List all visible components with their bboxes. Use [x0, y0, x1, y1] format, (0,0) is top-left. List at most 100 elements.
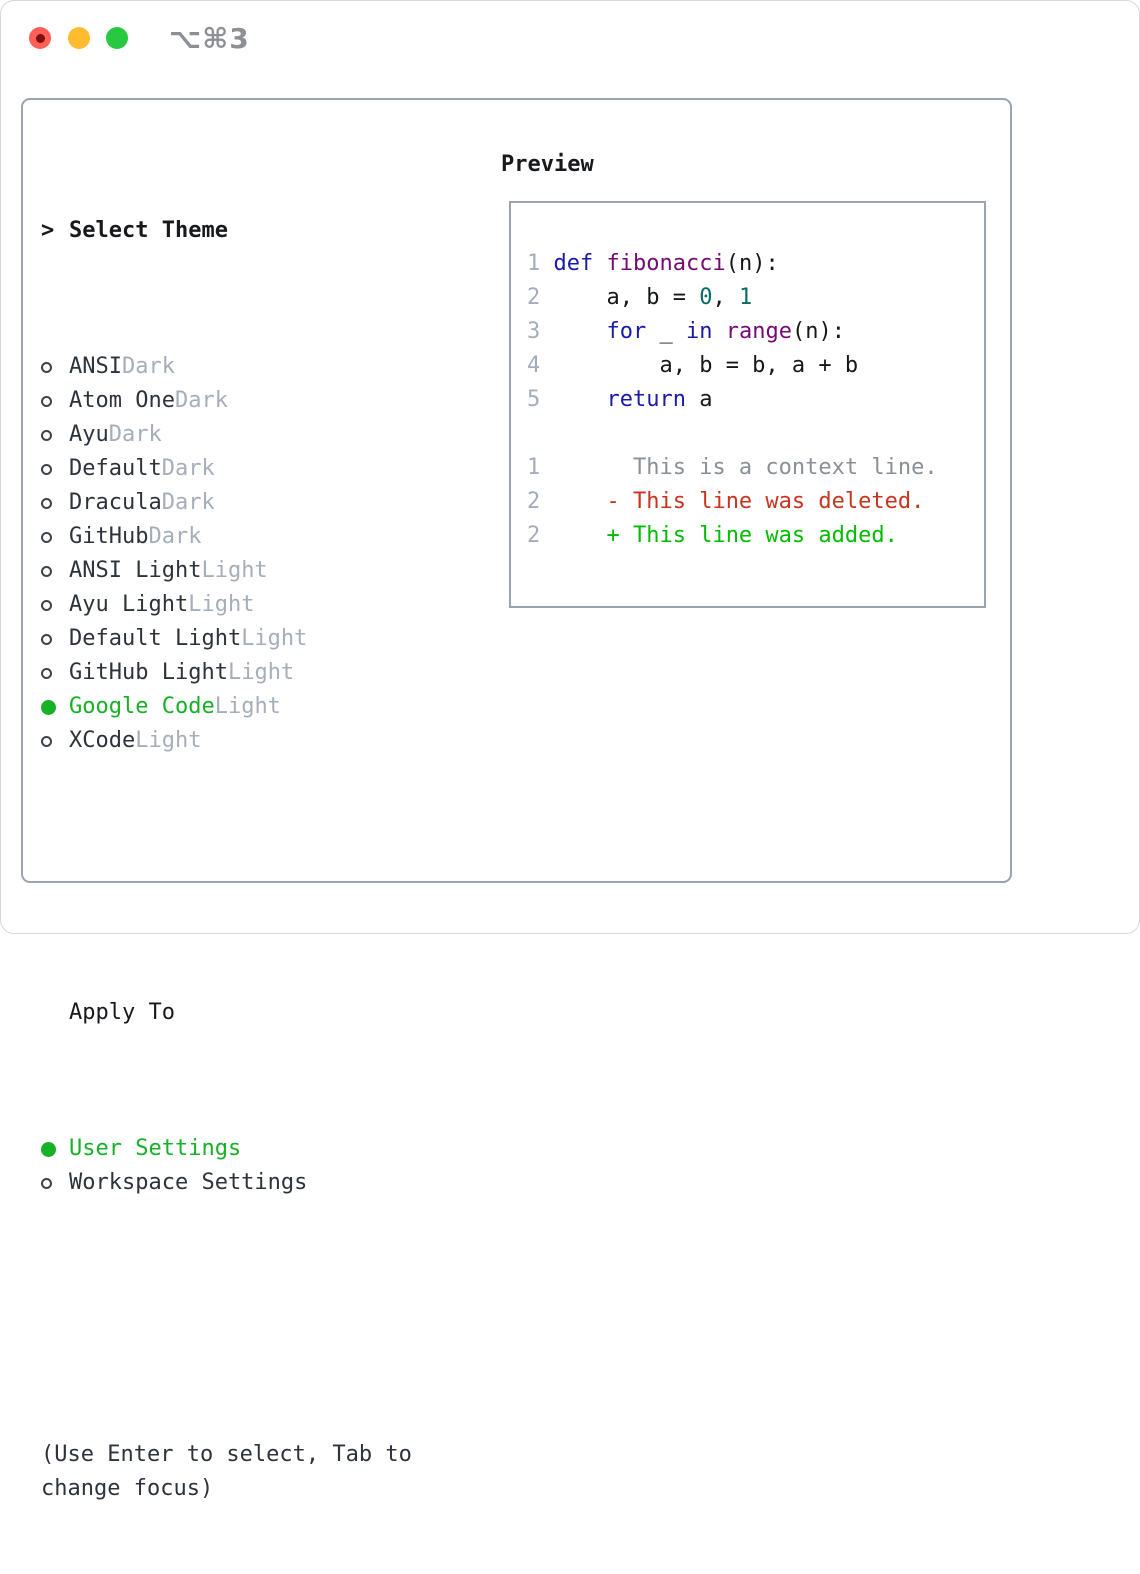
radio-icon: [41, 600, 69, 611]
line-number: 5: [527, 387, 540, 412]
line-number: 4: [527, 353, 540, 378]
code-line: 2 + This line was added.: [527, 519, 938, 553]
blank-line: [527, 417, 938, 451]
radio-circle: [41, 566, 52, 577]
theme-item[interactable]: Default Dark: [41, 452, 501, 486]
item-variant-label: Light: [228, 656, 294, 690]
zoom-button[interactable]: [106, 27, 128, 49]
radio-icon: [41, 736, 69, 747]
token-function_name: range: [726, 319, 792, 344]
select-theme-label: Select Theme: [69, 214, 228, 248]
item-label: ANSI: [69, 350, 122, 384]
spacer: [41, 860, 501, 894]
token-diff_added: + This line was added.: [606, 523, 897, 548]
item-label: GitHub: [69, 520, 148, 554]
theme-item[interactable]: Ayu Dark: [41, 418, 501, 452]
code-line: 5 return a: [527, 383, 938, 417]
theme-item[interactable]: Google Code Light: [41, 690, 501, 724]
radio-circle: [41, 430, 52, 441]
radio-circle: [41, 600, 52, 611]
minimize-button[interactable]: [68, 27, 90, 49]
radio-icon: [41, 396, 69, 407]
radio-circle: [41, 532, 52, 543]
token-plain_code: _: [646, 319, 686, 344]
theme-item[interactable]: Dracula Dark: [41, 486, 501, 520]
theme-item[interactable]: ANSI Dark: [41, 350, 501, 384]
code-line: 1 This is a context line.: [527, 451, 938, 485]
theme-item[interactable]: ANSI Light Light: [41, 554, 501, 588]
radio-icon: [41, 566, 69, 577]
item-label: GitHub Light: [69, 656, 228, 690]
radio-icon: [41, 498, 69, 509]
select-theme-header: > Select Theme: [41, 214, 501, 248]
code-line: 1 def fibonacci(n):: [527, 247, 938, 281]
token-plain_code: [712, 319, 725, 344]
theme-item[interactable]: XCode Light: [41, 724, 501, 758]
token-function_name: fibonacci: [607, 251, 726, 276]
theme-item[interactable]: Ayu Light Light: [41, 588, 501, 622]
preview-header: Preview: [501, 148, 594, 182]
apply-to-option[interactable]: User Settings: [41, 1132, 501, 1166]
radio-circle: [41, 396, 52, 407]
spacer: [41, 1302, 501, 1336]
token-keyword: for: [606, 319, 646, 344]
item-variant-label: Dark: [148, 520, 201, 554]
line-number: 2: [527, 523, 540, 548]
radio-icon: [41, 1178, 69, 1189]
selected-radio-icon: [41, 700, 69, 715]
token-number_literal: 0: [699, 285, 712, 310]
apply-to-header: Apply To: [41, 996, 501, 1030]
token-plain_code: a, b =: [606, 285, 699, 310]
token-plain_code: (n):: [726, 251, 779, 276]
theme-item[interactable]: GitHub Dark: [41, 520, 501, 554]
line-number: 1: [527, 251, 540, 276]
item-label: Default Light: [69, 622, 241, 656]
radio-circle: [41, 634, 52, 645]
item-variant-label: Dark: [162, 486, 215, 520]
item-variant-label: Light: [188, 588, 254, 622]
code-line: 4 a, b = b, a + b: [527, 349, 938, 383]
token-plain_code: a, b = b, a + b: [659, 353, 858, 378]
window-titlebar: ⌥⌘3: [1, 1, 1139, 71]
theme-item[interactable]: Atom One Dark: [41, 384, 501, 418]
radio-circle: [41, 464, 52, 475]
item-variant-label: Light: [241, 622, 307, 656]
token-plain_code: a: [686, 387, 713, 412]
radio-icon: [41, 532, 69, 543]
line-number: 2: [527, 285, 540, 310]
item-label: Workspace Settings: [69, 1166, 307, 1200]
token-keyword: in: [686, 319, 713, 344]
item-variant-label: Light: [201, 554, 267, 588]
code-line: 2 - This line was deleted.: [527, 485, 938, 519]
item-variant-label: Light: [135, 724, 201, 758]
help-text: (Use Enter to select, Tab to change focu…: [41, 1438, 461, 1506]
radio-icon: [41, 668, 69, 679]
item-label: Ayu: [69, 418, 109, 452]
unsaved-changes-dot-icon: [36, 34, 45, 43]
item-label: Atom One: [69, 384, 175, 418]
token-diff_deleted: - This line was deleted.: [606, 489, 924, 514]
radio-icon: [41, 362, 69, 373]
window-title: ⌥⌘3: [169, 22, 250, 55]
line-number: 2: [527, 489, 540, 514]
radio-circle: [41, 1178, 52, 1189]
item-variant-label: Dark: [175, 384, 228, 418]
close-button[interactable]: [29, 27, 51, 49]
item-variant-label: Light: [215, 690, 281, 724]
item-label: ANSI Light: [69, 554, 201, 588]
theme-item[interactable]: GitHub Light Light: [41, 656, 501, 690]
apply-to-option[interactable]: Workspace Settings: [41, 1166, 501, 1200]
line-number: 3: [527, 319, 540, 344]
item-label: Dracula: [69, 486, 162, 520]
radio-circle: [41, 1142, 56, 1157]
theme-item[interactable]: Default Light Light: [41, 622, 501, 656]
selected-radio-icon: [41, 1142, 69, 1157]
item-label: Ayu Light: [69, 588, 188, 622]
item-label: Google Code: [69, 690, 215, 724]
item-variant-label: Dark: [162, 452, 215, 486]
